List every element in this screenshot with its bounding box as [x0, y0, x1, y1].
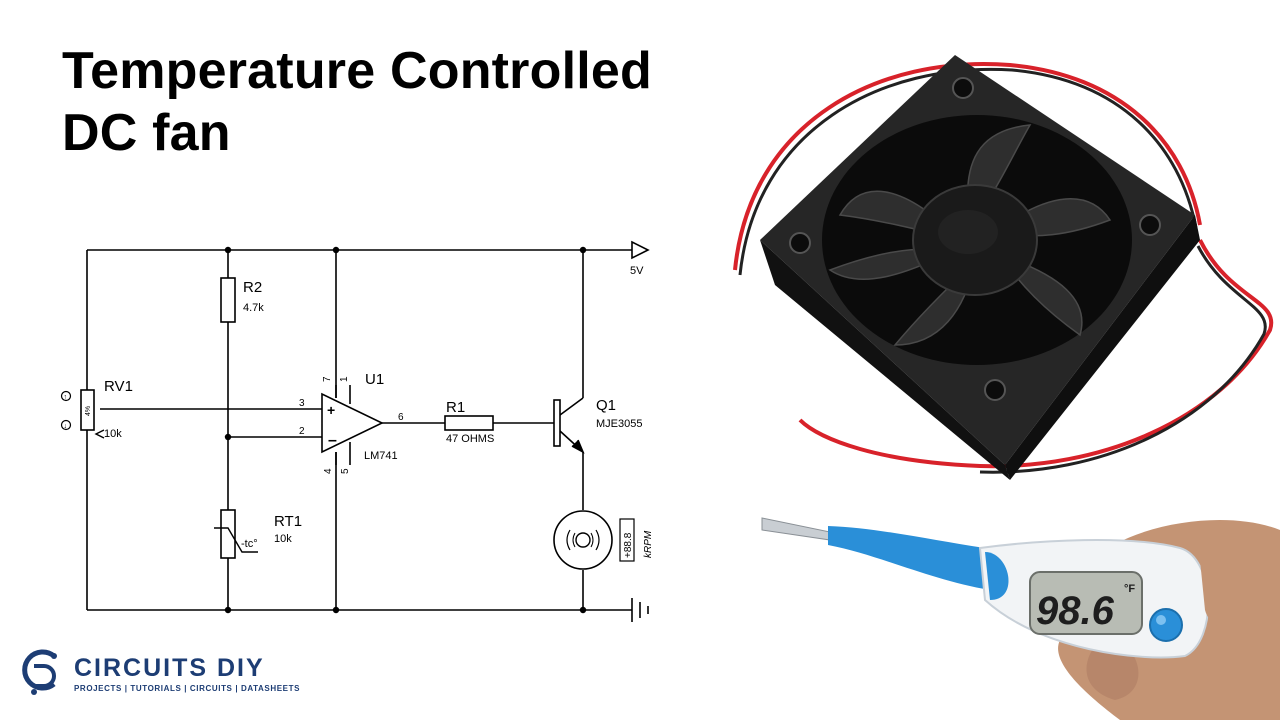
rv1-ref: RV1 [104, 378, 133, 395]
rt1-value: 10k [274, 533, 292, 545]
circuits-diy-logo: CIRCUITS DIY PROJECTS | TUTORIALS | CIRC… [18, 646, 299, 702]
rt1-tc: -tc° [241, 538, 258, 550]
r2-ref: R2 [243, 279, 262, 296]
u1-pin-4: 4 [323, 468, 334, 474]
svg-text:↓: ↓ [64, 423, 68, 430]
motor-display: +88.8 [623, 532, 634, 558]
u1-pin-5: 5 [340, 468, 351, 474]
rv1-value: 10k [104, 428, 122, 440]
rt1-ref: RT1 [274, 513, 302, 530]
svg-text:+: + [327, 402, 335, 418]
svg-text:–: – [328, 432, 337, 449]
u1-pin-2: 2 [299, 426, 305, 437]
rt1-thermistor [214, 509, 258, 559]
thermometer-reading: 98.6 [1036, 589, 1115, 633]
ground-icon [631, 598, 649, 622]
u1-part: LM741 [364, 450, 398, 462]
title-line-1: Temperature Controlled [62, 42, 652, 100]
svg-text:↑: ↑ [64, 394, 68, 401]
title-line-2: DC fan [62, 104, 231, 162]
u1-opamp: + – [321, 392, 384, 454]
supply-arrow-icon [631, 240, 650, 260]
q1-ref: Q1 [596, 397, 616, 414]
page-title: Temperature Controlled DC fan [62, 40, 652, 164]
r2-resistor [220, 277, 236, 323]
u1-pin-7: 7 [322, 376, 333, 382]
rv1-potentiometer: ↑ ↓ [60, 389, 105, 439]
u1-pin-6: 6 [398, 412, 404, 423]
motor-unit: kRPM [643, 530, 654, 558]
u1-ref: U1 [365, 371, 384, 388]
r2-value: 4.7k [243, 302, 264, 314]
u1-pin-3: 3 [299, 398, 305, 409]
u1-pin-1: 1 [339, 376, 350, 382]
q1-transistor [553, 397, 585, 454]
logo-name: CIRCUITS DIY [74, 654, 265, 682]
rv1-percent: 4% [85, 406, 92, 416]
r1-ref: R1 [446, 399, 465, 416]
supply-label: 5V [630, 265, 644, 277]
motor-icon [553, 510, 635, 570]
q1-part: MJE3055 [596, 418, 642, 430]
logo-tagline: PROJECTS | TUTORIALS | CIRCUITS | DATASH… [74, 684, 301, 693]
r1-value: 47 OHMS [446, 433, 494, 445]
thermometer-unit: °F [1124, 583, 1135, 595]
r1-resistor [444, 415, 494, 431]
logo-mark-icon [22, 649, 57, 695]
